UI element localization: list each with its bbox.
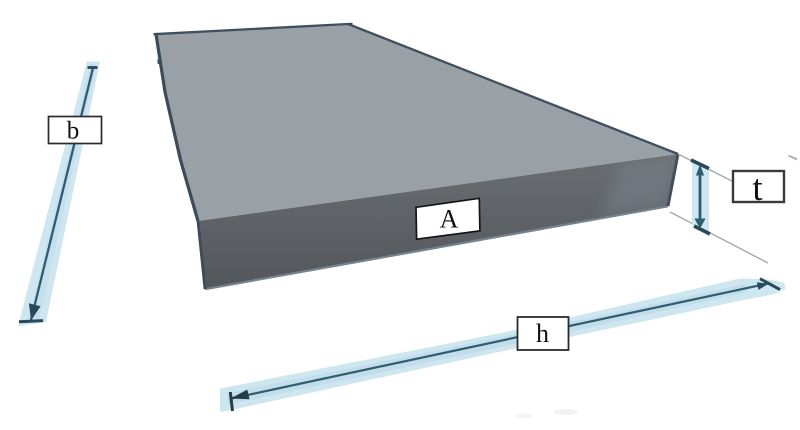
svg-text:h: h	[536, 319, 549, 348]
svg-text:A: A	[440, 204, 459, 233]
svg-text:b: b	[67, 118, 80, 145]
svg-text:t: t	[752, 168, 763, 209]
